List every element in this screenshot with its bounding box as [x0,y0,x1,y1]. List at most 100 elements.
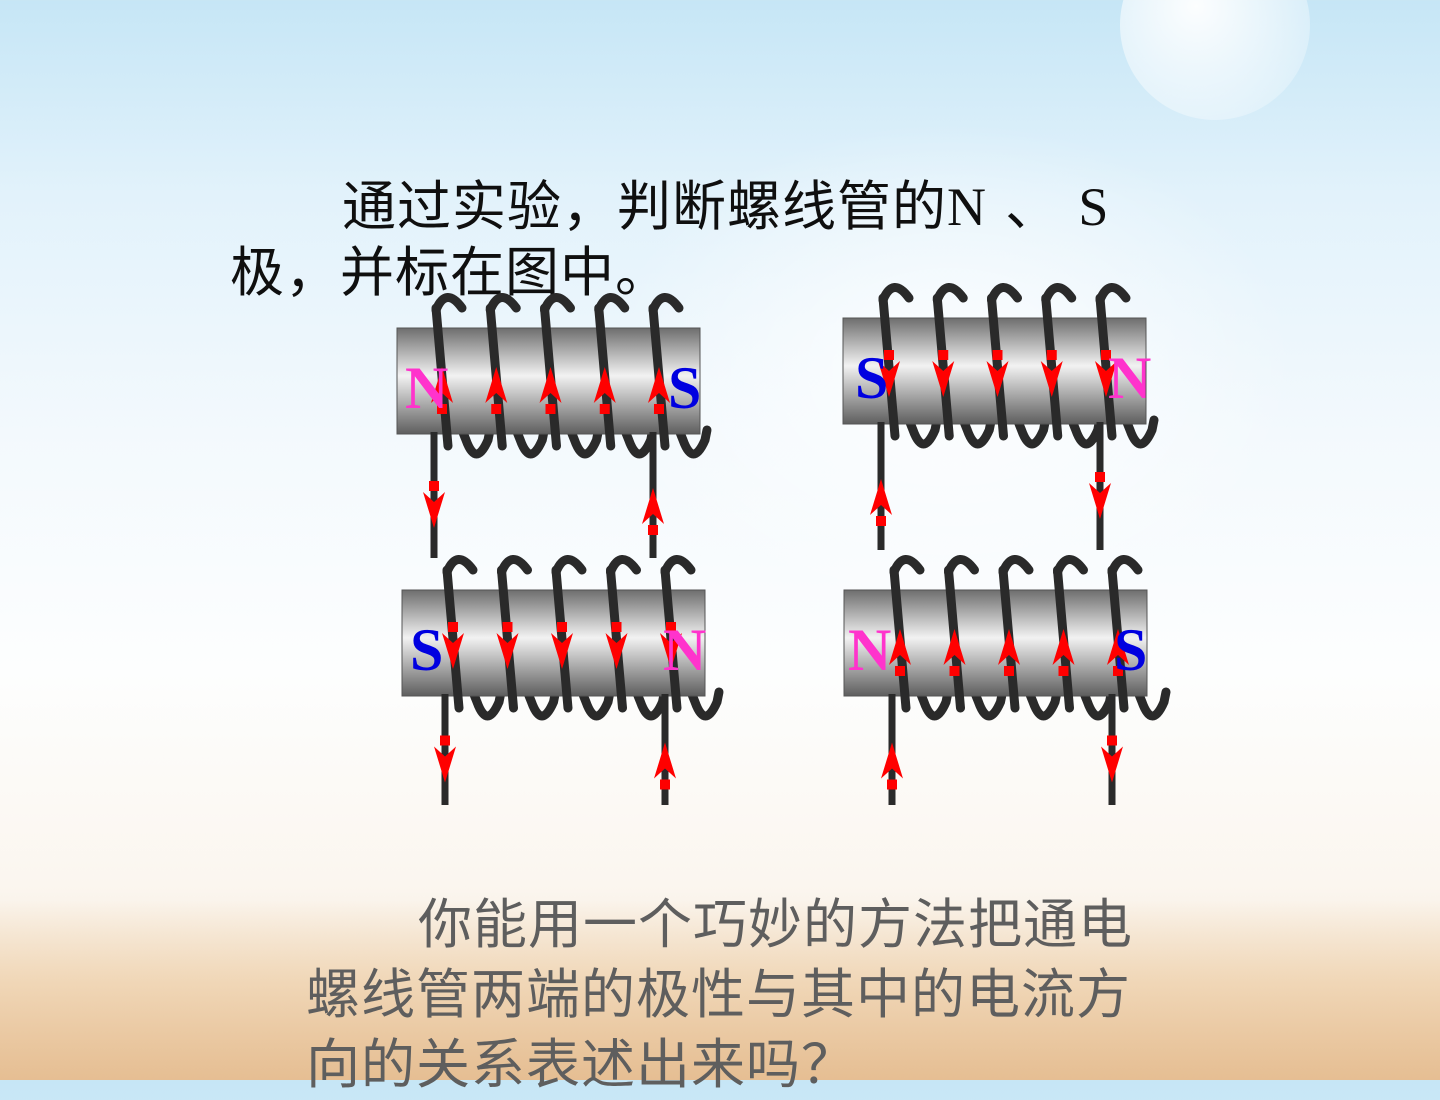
current-arrow-coil-2-1-tail [884,350,894,360]
current-arrow-coil-1-4 [593,367,616,414]
current-arrow-coil-1-5-tail [654,404,664,414]
pole-label-right: N [1108,345,1151,411]
pole-label-right: S [1114,617,1147,683]
coil-bottom-1-1 [457,425,495,459]
current-arrow-coil-2-5 [1095,350,1117,397]
coil-front-2-3 [987,293,1008,441]
coil-bottom-3-1 [468,687,506,721]
current-arrow-lead-right-4-tail [1107,735,1117,746]
current-arrow-coil-3-3 [551,622,573,669]
pole-label-right: S [668,355,701,421]
current-arrow-coil-2-5-tail [1101,350,1111,360]
current-arrow-lead-left-3-head [434,746,456,783]
current-arrow-lead-left-1-tail [429,481,439,491]
coil-bottom-3-5 [686,687,724,721]
current-arrow-lead-right-1-head [642,488,664,524]
current-arrow-coil-3-5-head [660,633,682,669]
current-arrow-coil-4-2 [943,629,966,676]
coil-front-2-4 [1041,293,1063,441]
pole-label-left: S [855,345,888,411]
coil-front-3-1 [442,565,464,713]
current-arrow-lead-right-3-head [654,742,676,779]
current-arrow-coil-2-2 [932,350,955,397]
question-two-text: 你能用一个巧妙的方法把通电螺线管两端的极性与其中的电流方向的关系表述出来吗？ [306,893,1133,1096]
current-arrow-coil-1-2-head [485,367,508,403]
coil-bottom-3-3 [577,687,615,721]
current-arrow-coil-3-1-head [442,633,464,669]
current-arrow-coil-1-4-tail [599,404,610,414]
coil-bottom-2-5 [1121,415,1159,449]
current-arrow-coil-2-4-head [1040,361,1063,397]
current-arrow-coil-2-2-tail [938,350,949,360]
current-arrow-lead-right-1-tail [648,525,658,535]
current-arrow-coil-1-5-head [648,367,670,403]
coil-bottom-3-2 [523,687,560,721]
current-arrow-coil-3-4 [605,622,628,669]
current-arrow-coil-3-1-tail [448,622,458,632]
current-arrow-coil-3-5 [660,622,682,669]
current-arrow-coil-1-1-tail [437,404,447,414]
current-arrow-lead-right-3 [654,742,676,790]
current-arrow-coil-4-3-head [998,629,1020,665]
current-arrow-coil-2-4-tail [1046,350,1057,360]
coil-bottom-1-2 [511,425,549,459]
current-arrow-coil-3-5-tail [666,622,676,632]
current-arrow-coil-1-1 [431,367,453,414]
current-arrow-coil-4-1-tail [895,666,905,676]
current-arrow-coil-2-3 [986,350,1009,397]
current-arrow-coil-4-5 [1107,629,1129,676]
current-arrow-coil-4-5-head [1107,629,1129,665]
coil-front-3-4 [606,565,627,713]
current-arrow-coil-3-3-head [551,633,573,669]
question-one-s: S [1078,177,1110,237]
coil-front-2-1 [878,293,900,441]
question-one-sep: 、 [1005,175,1061,238]
current-arrow-coil-2-5-head [1095,361,1117,397]
current-arrow-coil-4-4-tail [1058,666,1069,676]
current-arrow-coil-4-1 [889,629,911,676]
coil-front-3-2 [497,565,518,713]
coil-bottom-4-5 [1133,687,1171,721]
current-arrow-coil-2-3-tail [992,350,1003,360]
current-arrow-coil-1-3 [539,367,562,414]
current-arrow-coil-3-3-tail [557,622,567,632]
pole-label-left: N [405,355,448,421]
pole-label-left: N [848,617,891,683]
current-arrow-coil-3-2-tail [502,622,513,632]
current-arrow-coil-4-2-head [943,629,966,665]
current-arrow-lead-right-4 [1101,735,1123,783]
coil-bottom-2-1 [904,415,942,449]
current-arrow-coil-4-5-tail [1113,666,1123,676]
coil-front-3-5 [660,565,682,713]
current-arrow-coil-4-2-tail [949,666,960,676]
current-arrow-lead-left-1 [423,481,445,528]
coil-bottom-1-5 [674,425,712,459]
coil-bottom-1-3 [566,425,603,459]
coil-front-2-2 [932,293,954,441]
current-arrow-lead-left-4-tail [887,779,897,790]
current-arrow-coil-2-2-head [932,361,955,397]
current-arrow-coil-2-3-head [986,361,1009,397]
current-arrow-lead-left-1-head [423,492,445,528]
current-arrow-lead-right-2-head [1089,483,1111,519]
coil-front-2-5 [1095,293,1117,441]
current-arrow-lead-right-1 [642,488,664,535]
current-arrow-lead-left-3-tail [440,735,450,746]
current-arrow-coil-1-1-head [431,367,453,403]
current-arrow-coil-1-4-head [593,367,616,403]
coil-bottom-4-3 [1024,687,1062,721]
current-arrow-coil-3-2 [496,622,519,669]
current-arrow-coil-2-1 [878,350,900,397]
coil-bottom-4-1 [915,687,953,721]
current-arrow-coil-4-4 [1052,629,1075,676]
current-arrow-coil-4-3 [998,629,1020,676]
current-arrow-lead-left-3 [434,735,456,783]
coil-front-3-3 [551,565,573,713]
coil-bottom-4-2 [970,687,1007,721]
coil-bottom-2-3 [1013,415,1050,449]
current-arrow-coil-1-3-tail [545,404,556,414]
current-arrow-coil-2-4 [1040,350,1063,397]
coil-bottom-2-2 [958,415,996,449]
